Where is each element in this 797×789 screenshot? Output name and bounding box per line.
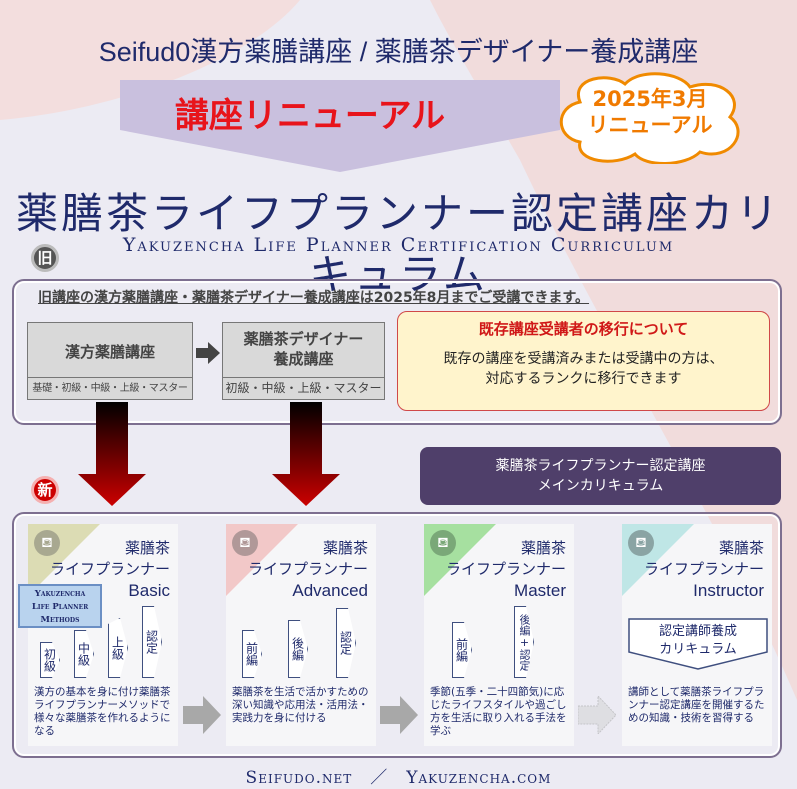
arrow-right-icon [380, 696, 418, 734]
new-badge: 新 [31, 476, 59, 504]
cloud-label: リニューアル [587, 113, 713, 137]
banner-arrow [120, 80, 560, 172]
down-arrow-icon [78, 402, 146, 506]
card-description: 講師として薬膳茶ライフプランナー認定講座を開催するための知識・技術を習得する [628, 686, 765, 724]
course-name: 漢方薬膳講座 [64, 343, 155, 361]
card-description: 薬膳茶を生活で活かすための深い知識や応用法・活用法・実践力を身に付ける [232, 686, 369, 724]
transfer-text: 対応するランクに移行できます [485, 371, 682, 387]
old-course-kampo: 漢方薬膳講座 基礎・初級・中級・上級・マスター [27, 322, 193, 400]
old-course-designer: 薬膳茶デザイナー養成講座 初級・中級・上級・マスター [222, 322, 385, 400]
old-courses-note: 旧講座の漢方薬膳講座・薬膳茶デザイナー養成講座は2025年8月までご受講できます… [38, 290, 590, 306]
curriculum-shape [628, 618, 768, 670]
subtitle: Yakuzencha Life Planner Certification Cu… [122, 234, 675, 256]
course-levels: 初級・中級・上級・マスター [223, 377, 384, 399]
card-description: 漢方の基本を身に付け薬膳茶ライフプランナーメソッドで様々な薬膳茶を作れるようにな… [34, 686, 171, 737]
step-chip: 後編 [288, 620, 308, 678]
transfer-title: 既存講座受講者の移行について [478, 320, 689, 338]
cloud-date: 2025年3月 [592, 87, 708, 111]
step-chip: 前編 [242, 630, 262, 678]
teapot-icon: ⛾ [34, 530, 60, 556]
step-chip: 前編 [452, 622, 472, 678]
label-line: メインカリキュラム [537, 478, 664, 494]
teapot-icon: ⛾ [628, 530, 654, 556]
footer-separator: ／ [370, 768, 389, 788]
arrow-right-icon [183, 696, 221, 734]
header-title: Seifud0漢方薬膳講座 / 薬膳茶デザイナー養成講座 [98, 37, 699, 67]
old-badge: 旧 [31, 244, 59, 272]
course-levels: 基礎・初級・中級・上級・マスター [28, 377, 192, 399]
transfer-info-box: 既存講座受講者の移行について 既存の講座を受講済みまたは受講中の方は、対応するラ… [397, 311, 770, 411]
course-name: 養成講座 [273, 350, 334, 368]
old-courses-panel [12, 279, 782, 425]
step-chip: 上級 [108, 618, 128, 678]
down-arrow-icon [272, 402, 340, 506]
teapot-icon: ⛾ [232, 530, 258, 556]
card-description: 季節(五季・二十四節気)に応じたライフスタイルや過ごし方を生活に取り入れる手法を… [430, 686, 567, 737]
transfer-text: 既存の講座を受講済みまたは受講中の方は、 [443, 351, 724, 367]
step-chip: 中級 [74, 630, 94, 678]
step-chip: 初級 [40, 642, 60, 678]
step-chip: 後編+認定 [514, 606, 534, 678]
footer: Seifudo.net ／ Yakuzencha.com [0, 763, 797, 788]
main-curriculum-label: 薬膳茶ライフプランナー認定講座メインカリキュラム [420, 447, 781, 505]
footer-link-yakuzencha[interactable]: Yakuzencha.com [406, 768, 552, 788]
renewal-banner-text: 講座リニューアル [174, 96, 446, 136]
label-line: 薬膳茶ライフプランナー認定講座 [495, 458, 706, 474]
main-title: 薬膳茶ライフプランナー認定講座カリキュラム [15, 189, 781, 299]
step-chip: 認定 [336, 608, 356, 678]
footer-link-seifudo[interactable]: Seifudo.net [245, 768, 353, 788]
teapot-icon: ⛾ [430, 530, 456, 556]
cloud-badge [559, 72, 740, 164]
curriculum-label: 認定講師養成カリキュラム [658, 624, 737, 657]
course-name: 薬膳茶デザイナー [243, 330, 364, 348]
arrow-right-icon [196, 342, 220, 364]
arrow-right-icon [578, 696, 616, 734]
cloud-text: 2025年3月リニューアル [560, 86, 740, 138]
step-chip: 認定 [142, 606, 162, 678]
new-courses-panel [12, 512, 782, 758]
